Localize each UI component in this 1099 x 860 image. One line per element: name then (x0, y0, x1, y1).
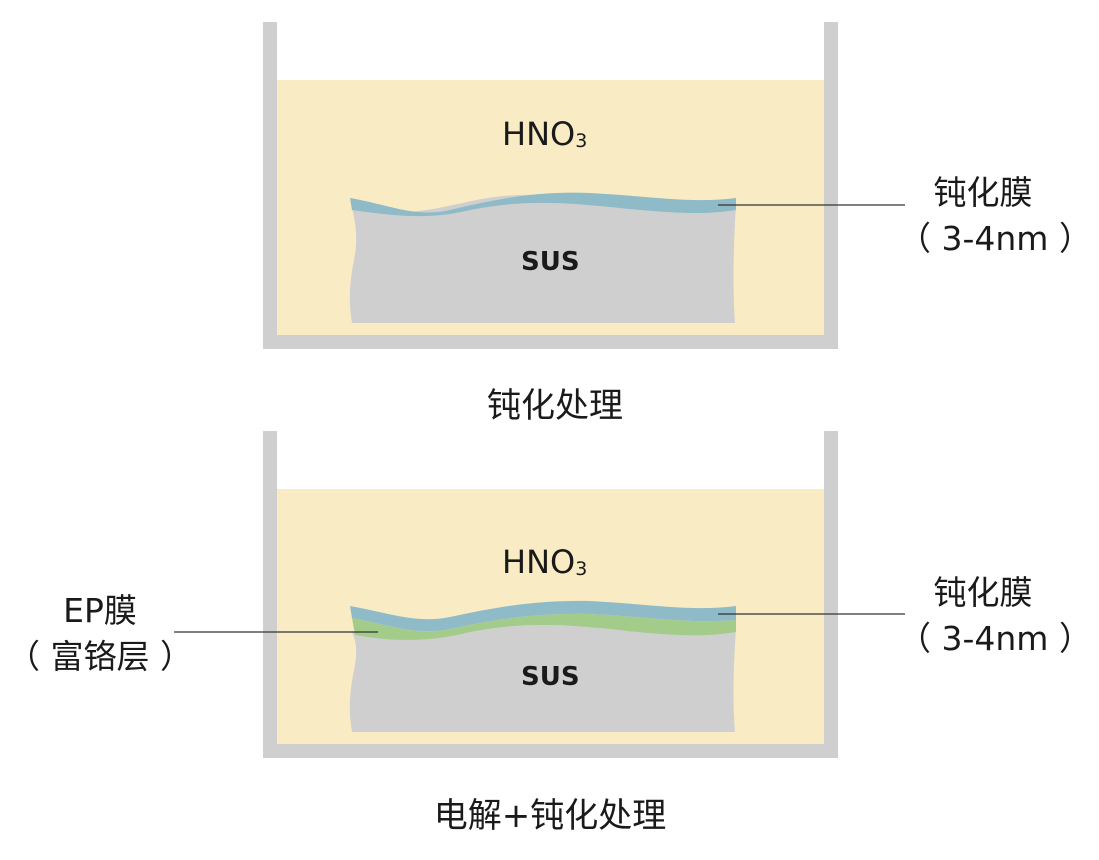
ep-film-layer (352, 613, 736, 640)
passive-film-layer (350, 600, 736, 632)
hno3-subscript: 3 (575, 558, 588, 580)
passive-film-thickness: （ 3-4nm ） (898, 219, 1092, 258)
tank-bottom (263, 335, 838, 349)
hno3-text: HNO (502, 115, 576, 153)
electropolish-passivation-caption: 电解+钝化处理 (433, 796, 667, 836)
tank-left-wall (263, 22, 277, 349)
ep-film-label: EP膜 （ 富铬层 ） (5, 588, 195, 680)
passive-film-name: 钝化膜 (933, 573, 1033, 612)
hno3-label: HNO3 (502, 543, 587, 581)
hno3-label: HNO3 (502, 115, 587, 153)
passivation-panel: HNO3 SUS 钝化膜 （ 3-4nm ） 钝化处理 (263, 22, 1092, 426)
sus-label: SUS (521, 662, 580, 692)
tank-right-wall (824, 22, 838, 349)
passive-film-layer (350, 192, 736, 217)
tank-right-wall (824, 431, 838, 758)
hno3-subscript: 3 (575, 130, 588, 152)
sus-substrate (349, 621, 736, 732)
passive-film-label: 钝化膜 （ 3-4nm ） (898, 170, 1092, 262)
electropolish-tank-illustration (174, 431, 905, 758)
passive-film-thickness: （ 3-4nm ） (898, 619, 1092, 658)
tank-bottom (263, 744, 838, 758)
tank-left-wall (263, 431, 277, 758)
electropolish-passivation-panel: HNO3 SUS 钝化膜 （ 3-4nm ） EP膜 （ 富铬层 ） 电解+钝化… (0, 410, 1099, 860)
passivation-caption: 钝化处理 (487, 386, 623, 426)
hno3-text: HNO (502, 543, 576, 581)
sus-label: SUS (521, 247, 580, 277)
sus-substrate (349, 194, 736, 323)
passive-film-label: 钝化膜 （ 3-4nm ） (898, 570, 1092, 662)
passive-film-name: 钝化膜 (933, 173, 1033, 212)
ep-film-name: EP膜 (63, 591, 137, 630)
passivation-tank-illustration (263, 22, 905, 349)
ep-film-description: （ 富铬层 ） (7, 637, 193, 676)
